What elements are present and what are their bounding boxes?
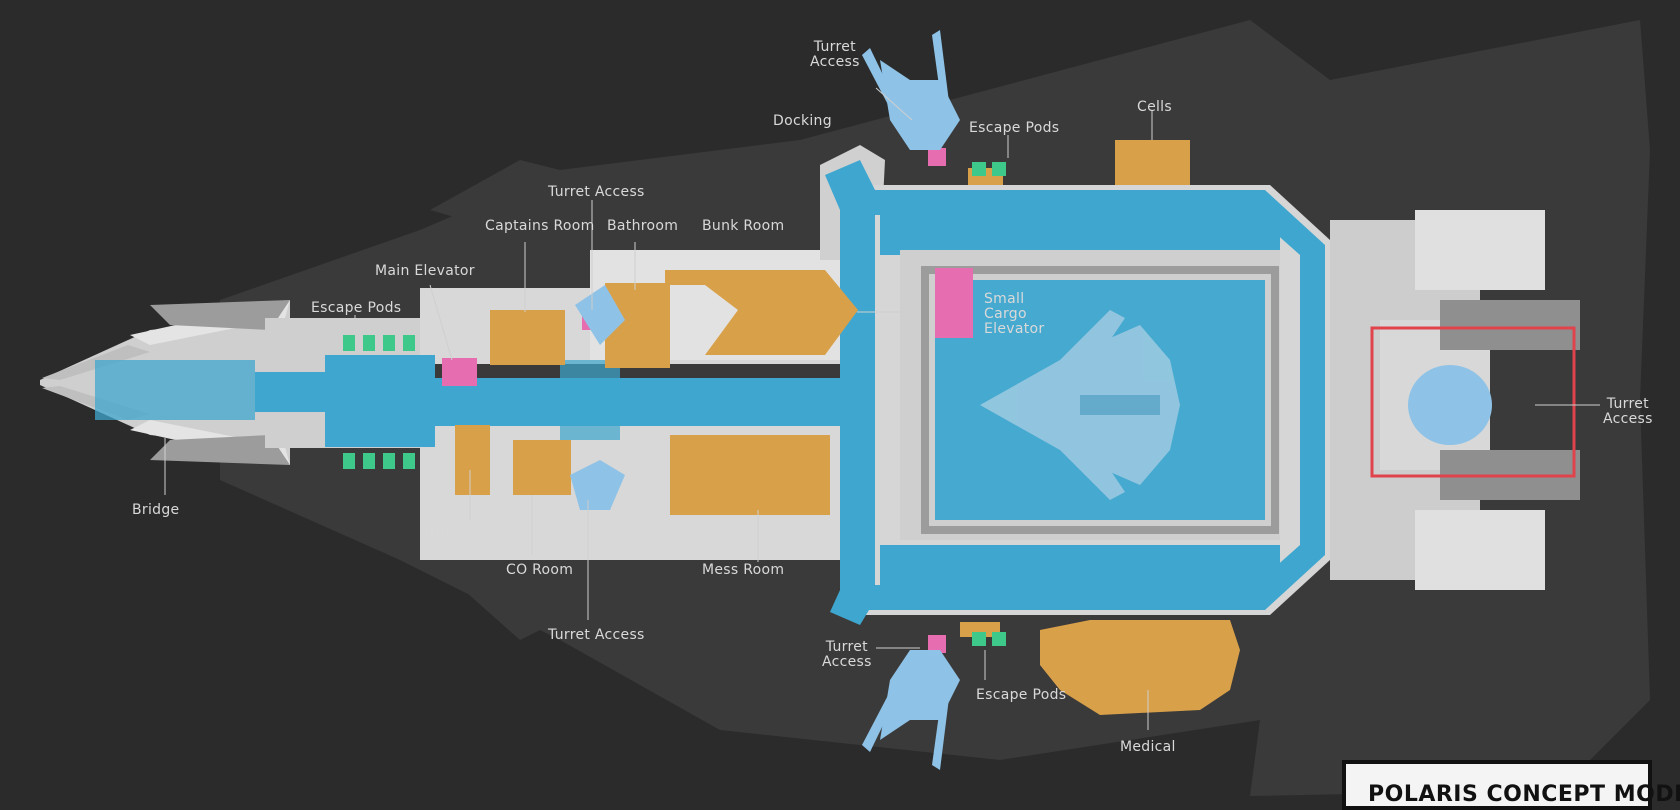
label-cells: Cells bbox=[1137, 99, 1172, 115]
main-elevator bbox=[442, 358, 477, 386]
corner-badge-title: POLARIS CONCEPT MODEL bbox=[1368, 782, 1680, 807]
crew-rooms bbox=[455, 140, 1240, 715]
label-medical: Medical bbox=[1120, 739, 1176, 755]
label-escape-pods-bottom: Escape Pods bbox=[976, 687, 1067, 703]
label-bathroom: Bathroom bbox=[607, 218, 679, 234]
label-turret-access-bottom: Turret Access bbox=[822, 639, 872, 670]
label-main-elevator: Main Elevator bbox=[375, 263, 475, 279]
escape-pod-markers bbox=[343, 162, 1006, 646]
label-bridge: Bridge bbox=[132, 502, 180, 518]
mess-room bbox=[670, 435, 830, 515]
rear-turret-highlight-box bbox=[1370, 326, 1576, 478]
medical-bay bbox=[1040, 620, 1240, 715]
captains-room bbox=[490, 310, 565, 365]
label-turret-access-top: Turret Access bbox=[810, 39, 860, 70]
armoury bbox=[455, 425, 490, 495]
co-room bbox=[513, 440, 571, 495]
label-escape-pods-top: Escape Pods bbox=[969, 120, 1060, 136]
parked-fighter bbox=[980, 310, 1180, 500]
label-co-room: CO Room bbox=[506, 562, 574, 578]
label-mess-room: Mess Room bbox=[702, 562, 785, 578]
cells bbox=[1115, 140, 1190, 185]
bunk-room bbox=[665, 270, 858, 355]
label-turret-access-rear: Turret Access bbox=[1603, 396, 1653, 427]
label-small-cargo-elevator: Small Cargo Elevator bbox=[984, 291, 1045, 337]
label-escape-pods-left: Escape Pods bbox=[311, 300, 402, 316]
leader-lines bbox=[164, 87, 1600, 730]
turret-pods bbox=[570, 30, 1492, 770]
label-turret-access-lower: Turret Access bbox=[548, 627, 645, 643]
label-bunk-room: Bunk Room bbox=[702, 218, 785, 234]
label-docking: Docking bbox=[773, 113, 832, 129]
label-armoury: Armoury bbox=[420, 523, 483, 539]
label-captains-room: Captains Room bbox=[485, 218, 595, 234]
small-cargo-elevator bbox=[935, 268, 973, 338]
label-turret-access-upper: Turret Access bbox=[548, 184, 645, 200]
